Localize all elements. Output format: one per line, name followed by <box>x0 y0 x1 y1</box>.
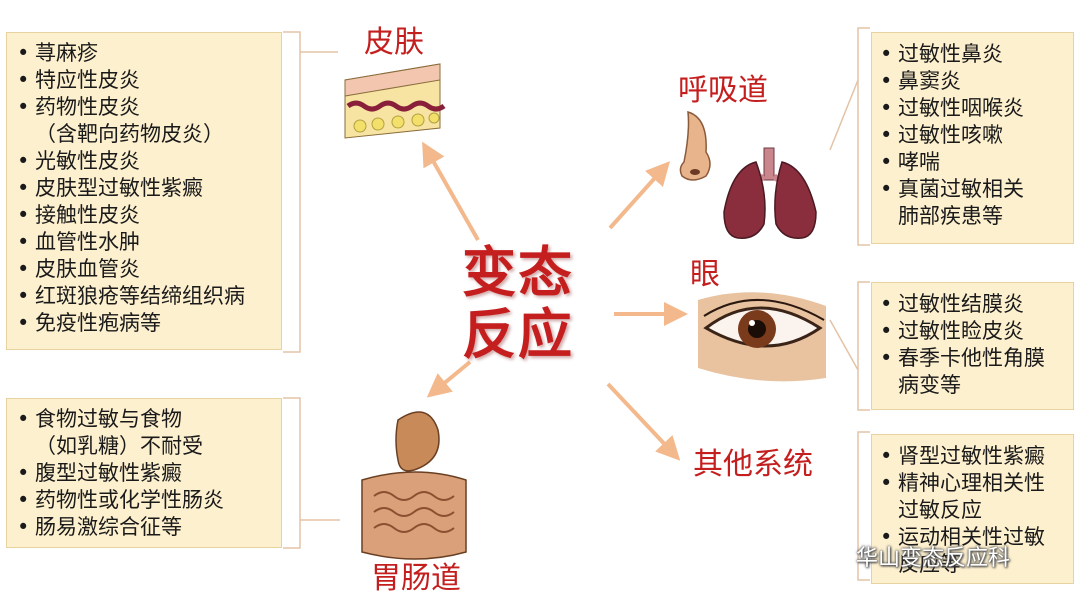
list-item: 光敏性皮炎 <box>13 148 275 175</box>
list-item: 食物过敏与食物 <box>13 406 275 433</box>
list-item: 皮肤血管炎 <box>13 256 275 283</box>
gi-illustration <box>361 411 467 560</box>
list-item: 精神心理相关性 <box>876 470 1069 497</box>
list-item: 血管性水肿 <box>13 229 275 256</box>
lungs-illustration <box>723 147 817 239</box>
skin-list-box: 荨麻疹 特应性皮炎 药物性皮炎 （含靶向药物皮炎） 光敏性皮炎 皮肤型过敏性紫癜… <box>6 32 282 350</box>
arrow-to-gi <box>426 360 472 398</box>
arrow-to-skin <box>422 141 480 241</box>
center-title-line2: 反应 <box>462 303 574 366</box>
other-label: 其他系统 <box>693 447 813 482</box>
list-item: 肺部疾患等 <box>898 204 1003 228</box>
list-item: 肠易激综合征等 <box>13 514 275 541</box>
skin-bracket <box>283 31 301 353</box>
gi-bracket <box>283 397 301 549</box>
center-title: 变态 反应 <box>462 242 574 366</box>
arrow-to-respiratory <box>608 161 671 230</box>
list-item: （含靶向药物皮炎） <box>35 122 224 146</box>
list-item: 运动相关性过敏 <box>876 524 1069 551</box>
list-item: 过敏性睑皮炎 <box>876 318 1069 345</box>
list-item: 红斑狼疮等结缔组织病 <box>13 283 275 310</box>
list-item: （如乳糖）不耐受 <box>35 434 203 458</box>
list-item: 过敏反应 <box>898 498 982 522</box>
gi-label: 胃肠道 <box>371 561 461 596</box>
eye-bracket <box>857 281 870 411</box>
respiratory-label: 呼吸道 <box>678 73 768 108</box>
list-item: 荨麻疹 <box>13 40 275 67</box>
list-item: 免疫性疱病等 <box>13 310 275 337</box>
list-item: 哮喘 <box>876 149 1069 176</box>
list-item: 特应性皮炎 <box>13 67 275 94</box>
eye-illustration <box>698 292 826 382</box>
arrow-to-other <box>606 382 681 461</box>
other-list-box: 肾型过敏性紫癜 精神心理相关性 过敏反应 运动相关性过敏 反应等 <box>871 434 1074 584</box>
list-item: 春季卡他性角膜 <box>876 345 1069 372</box>
list-item: 过敏性咳嗽 <box>876 122 1069 149</box>
list-item: 反应等 <box>898 552 961 576</box>
list-item: 过敏性结膜炎 <box>876 291 1069 318</box>
other-bracket <box>857 431 870 581</box>
list-item: 药物性皮炎 <box>13 94 275 121</box>
skin-label: 皮肤 <box>364 25 424 60</box>
arrows <box>422 141 688 461</box>
list-item: 真菌过敏相关 <box>876 176 1069 203</box>
list-item: 腹型过敏性紫癜 <box>13 460 275 487</box>
center-title-line1: 变态 <box>462 241 574 304</box>
bracket-connectors <box>283 27 870 581</box>
list-item: 肾型过敏性紫癜 <box>876 443 1069 470</box>
list-item: 皮肤型过敏性紫癜 <box>13 175 275 202</box>
respiratory-bracket <box>857 27 870 246</box>
skin-illustration <box>344 63 446 139</box>
list-item: 鼻窦炎 <box>876 68 1069 95</box>
list-item: 过敏性鼻炎 <box>876 41 1069 68</box>
respiratory-list-box: 过敏性鼻炎 鼻窦炎 过敏性咽喉炎 过敏性咳嗽 哮喘 真菌过敏相关 肺部疾患等 <box>871 32 1074 244</box>
list-item: 接触性皮炎 <box>13 202 275 229</box>
gi-list-box: 食物过敏与食物 （如乳糖）不耐受 腹型过敏性紫癜 药物性或化学性肠炎 肠易激综合… <box>6 398 282 548</box>
list-item: 药物性或化学性肠炎 <box>13 487 275 514</box>
list-item: 病变等 <box>898 373 961 397</box>
wechat-icon <box>808 542 850 571</box>
eye-list-box: 过敏性结膜炎 过敏性睑皮炎 春季卡他性角膜 病变等 <box>871 282 1074 410</box>
list-item: 过敏性咽喉炎 <box>876 95 1069 122</box>
nose-illustration <box>679 110 711 181</box>
watermark-text: 华山变态反应科 <box>856 546 1011 571</box>
eye-label: 眼 <box>690 257 720 292</box>
